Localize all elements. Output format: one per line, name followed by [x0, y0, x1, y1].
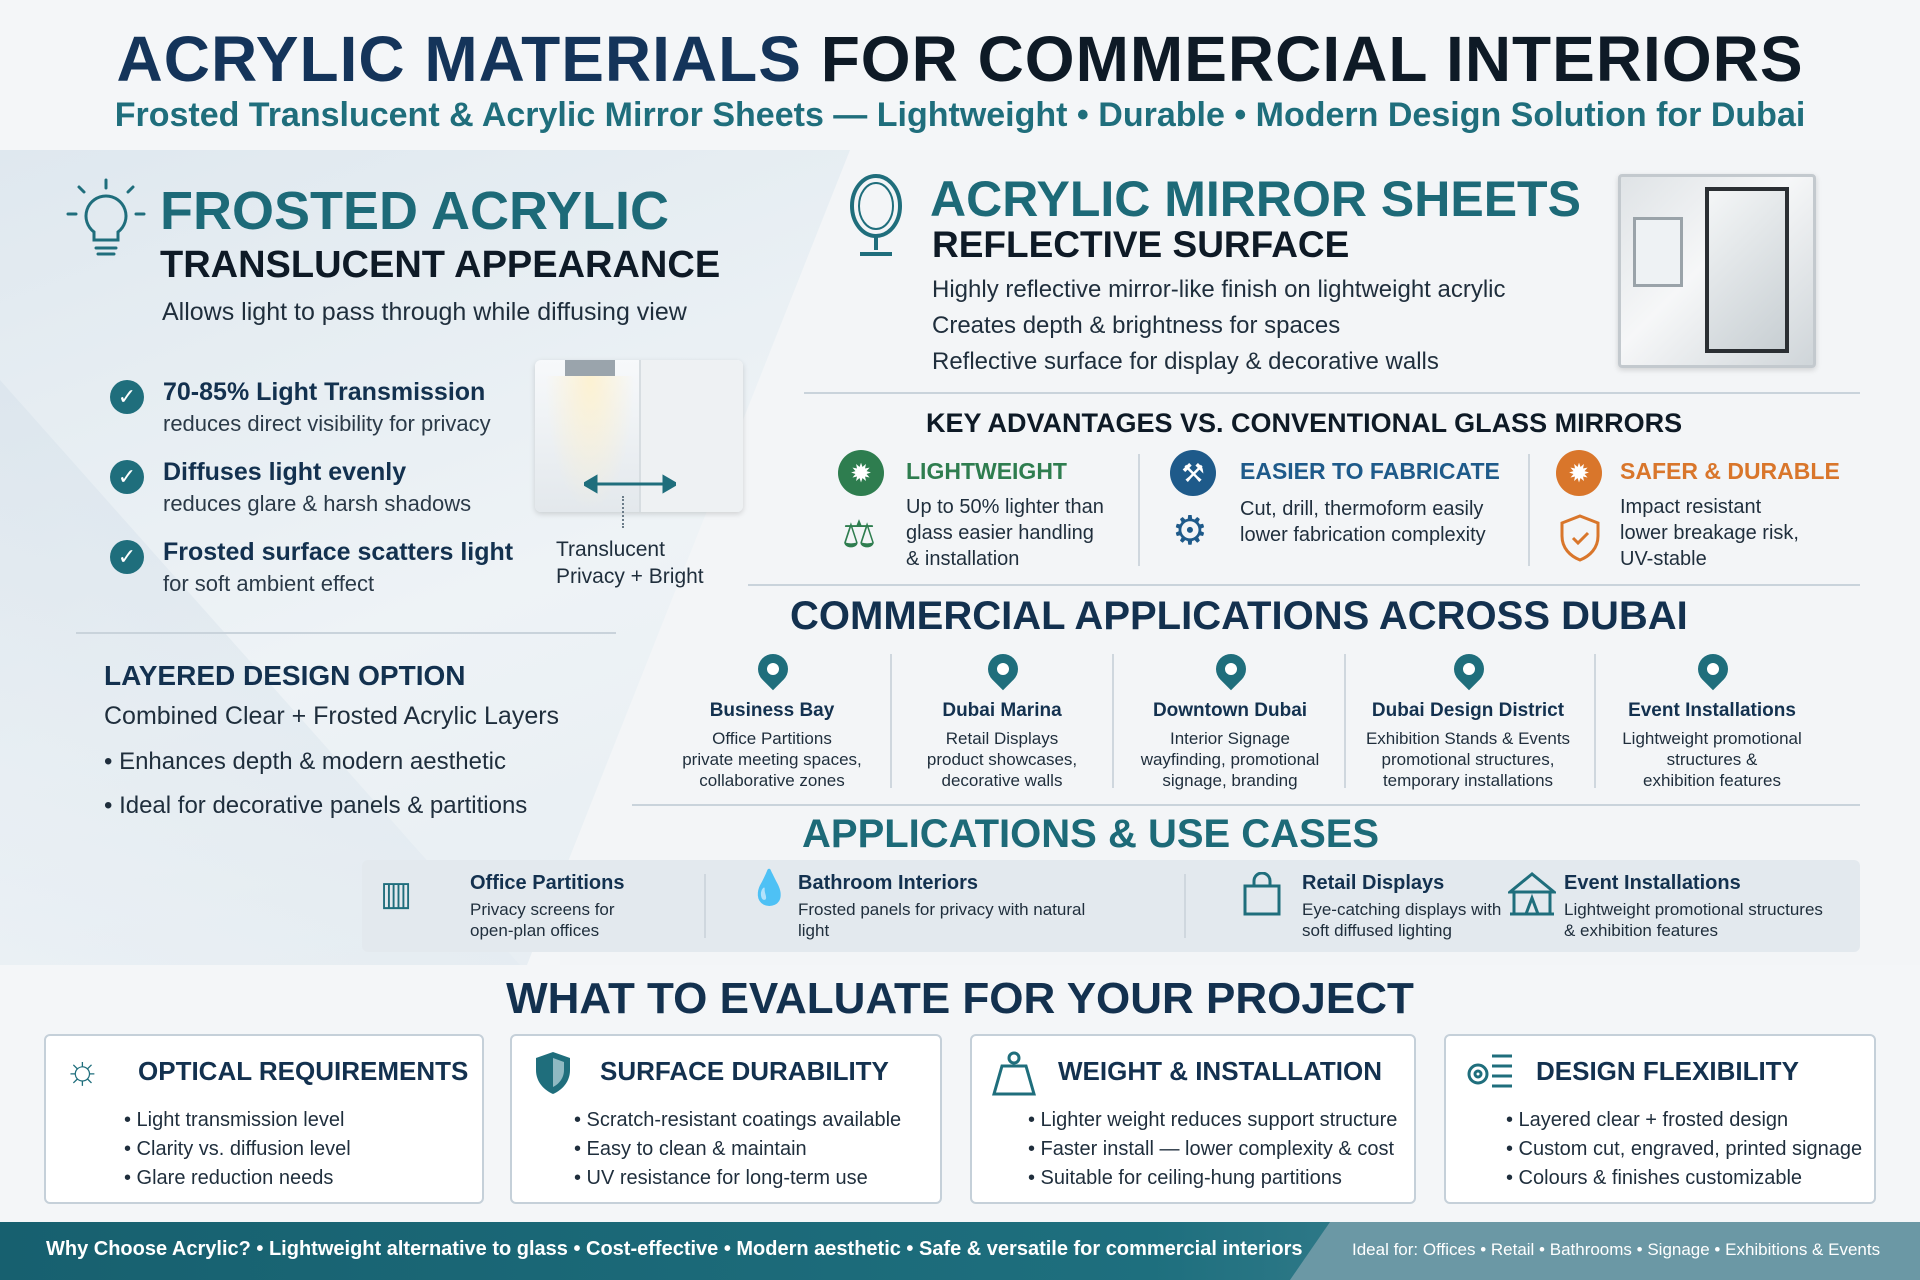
advantage-title: SAFER & DURABLE: [1620, 458, 1840, 484]
footer-left-text: Why Choose Acrylic? • Lightweight altern…: [46, 1238, 1303, 1260]
advantage-fabricate: ⚒ ⚙ EASIER TO FABRICATE Cut, drill, ther…: [1170, 450, 1510, 570]
layered-subtitle: Combined Clear + Frosted Acrylic Layers: [104, 702, 560, 730]
section-divider: [76, 632, 616, 634]
office-partition-icon: ▥: [380, 875, 413, 913]
caption-leader-line: [622, 496, 624, 528]
location-dubai-marina: Dubai Marina Retail Displays product sho…: [902, 647, 1102, 790]
frosted-title: FROSTED ACRYLIC: [160, 181, 669, 241]
shopping-bag-icon: [1242, 871, 1282, 916]
card-weight-installation: WEIGHT & INSTALLATION • Lighter weight r…: [970, 1034, 1416, 1204]
lightbulb-icon: [66, 178, 146, 268]
use-cases-bar: [362, 860, 1860, 952]
advantages-heading: KEY ADVANTAGES VS. CONVENTIONAL GLASS MI…: [926, 408, 1683, 438]
gear-icon: ✹: [838, 450, 884, 496]
feature-title: 70-85% Light Transmission: [163, 378, 486, 406]
advantage-title: LIGHTWEIGHT: [906, 458, 1067, 484]
check-icon: ✓: [110, 460, 144, 494]
scale-icon: ⚖: [842, 514, 877, 556]
sun-icon: ☼: [64, 1048, 101, 1092]
mirror-line-1: Highly reflective mirror-like finish on …: [932, 276, 1506, 303]
tools-icon: ⚙: [1172, 509, 1208, 553]
advantage-text: Impact resistant lower breakage risk, UV…: [1620, 496, 1799, 570]
check-icon: ✓: [110, 380, 144, 414]
location-pin-icon: [981, 647, 1025, 691]
shield-icon: [532, 1050, 574, 1096]
advantage-text: Up to 50% lighter than glass easier hand…: [906, 496, 1104, 570]
footer-right-panel: [1290, 1222, 1920, 1280]
location-separator: [890, 654, 892, 788]
layered-bullet-2: • Ideal for decorative panels & partitio…: [104, 792, 528, 819]
location-separator: [1112, 654, 1114, 788]
frosted-panel-image: [535, 360, 743, 512]
section-divider: [632, 804, 1860, 806]
card-design-flexibility: DESIGN FLEXIBILITY • Layered clear + fro…: [1444, 1034, 1876, 1204]
weight-icon: [992, 1050, 1036, 1096]
settings-list-icon: [1464, 1050, 1514, 1096]
mirror-line-3: Reflective surface for display & decorat…: [932, 348, 1439, 375]
feature-sub: for soft ambient effect: [163, 571, 375, 596]
location-pin-icon: [751, 647, 795, 691]
use-case-events: Event Installations Lightweight promotio…: [1505, 868, 1848, 948]
location-event-installations: Event Installations Lightweight promotio…: [1606, 647, 1818, 790]
water-drop-icon: 💧: [748, 869, 791, 907]
use-cases-heading: APPLICATIONS & USE CASES: [802, 812, 1380, 856]
layered-bullet-1: • Enhances depth & modern aesthetic: [104, 748, 506, 775]
feature-sub: reduces glare & harsh shadows: [163, 491, 472, 516]
advantage-text: Cut, drill, thermoform easily lower fabr…: [1240, 498, 1486, 546]
page-subtitle: Frosted Translucent & Acrylic Mirror She…: [114, 96, 1806, 134]
section-divider: [804, 392, 1860, 394]
location-pin-icon: [1447, 647, 1491, 691]
location-downtown-dubai: Downtown Dubai Interior Signage wayfindi…: [1120, 647, 1340, 790]
frosted-subtitle: TRANSLUCENT APPEARANCE: [160, 244, 721, 286]
mirror-icon: [846, 172, 906, 262]
location-separator: [1344, 654, 1346, 788]
double-arrow-icon: [581, 472, 679, 496]
mirror-subtitle: REFLECTIVE SURFACE: [932, 224, 1350, 265]
use-case-retail: Retail Displays Eye-catching displays wi…: [1242, 868, 1522, 948]
advantage-separator: [1138, 454, 1140, 566]
sun-icon: ✹: [1556, 450, 1602, 496]
advantage-lightweight: ✹ ⚖ LIGHTWEIGHT Up to 50% lighter than g…: [838, 450, 1128, 570]
card-surface-durability: SURFACE DURABILITY • Scratch-resistant c…: [510, 1034, 942, 1204]
use-case-bathroom: 💧 Bathroom Interiors Frosted panels for …: [748, 869, 1086, 940]
commercial-heading: COMMERCIAL APPLICATIONS ACROSS DUBAI: [790, 594, 1688, 638]
advantage-safer: ✹ SAFER & DURABLE Impact resistant lower…: [1556, 450, 1856, 570]
page-title: ACRYLIC MATERIALS FOR COMMERCIAL INTERIO…: [116, 23, 1804, 95]
tent-icon: [1505, 872, 1559, 916]
card-optical-requirements: ☼ OPTICAL REQUIREMENTS • Light transmiss…: [44, 1034, 484, 1204]
section-divider: [748, 584, 1860, 586]
mirror-line-2: Creates depth & brightness for spaces: [932, 312, 1341, 339]
frosted-description: Allows light to pass through while diffu…: [162, 298, 687, 326]
footer-right-text: Ideal for: Offices • Retail • Bathrooms …: [1352, 1240, 1881, 1259]
feature-title: Diffuses light evenly: [163, 458, 407, 486]
mirror-title: ACRYLIC MIRROR SHEETS: [930, 171, 1581, 227]
mirror-room-photo: [1618, 174, 1816, 368]
advantage-separator: [1528, 454, 1530, 566]
advantage-title: EASIER TO FABRICATE: [1240, 458, 1500, 484]
use-case-separator: [704, 874, 706, 938]
feature-title: Frosted surface scatters light: [163, 538, 514, 566]
location-business-bay: Business Bay Office Partitions private m…: [672, 647, 872, 790]
feature-sub: reduces direct visibility for privacy: [163, 411, 491, 436]
location-pin-icon: [1209, 647, 1253, 691]
use-case-separator: [1184, 874, 1186, 938]
wrench-icon: ⚒: [1170, 450, 1216, 496]
evaluate-heading: WHAT TO EVALUATE FOR YOUR PROJECT: [506, 974, 1414, 1023]
shield-icon: [1558, 514, 1602, 562]
check-icon: ✓: [110, 540, 144, 574]
location-dubai-design-district: Dubai Design District Exhibition Stands …: [1358, 647, 1578, 790]
location-pin-icon: [1691, 647, 1735, 691]
location-separator: [1594, 654, 1596, 788]
image-caption: Translucent Privacy + Bright: [556, 538, 704, 588]
use-case-office: ▥ Office Partitions Privacy screens for …: [380, 872, 625, 940]
layered-title: LAYERED DESIGN OPTION: [104, 660, 466, 691]
